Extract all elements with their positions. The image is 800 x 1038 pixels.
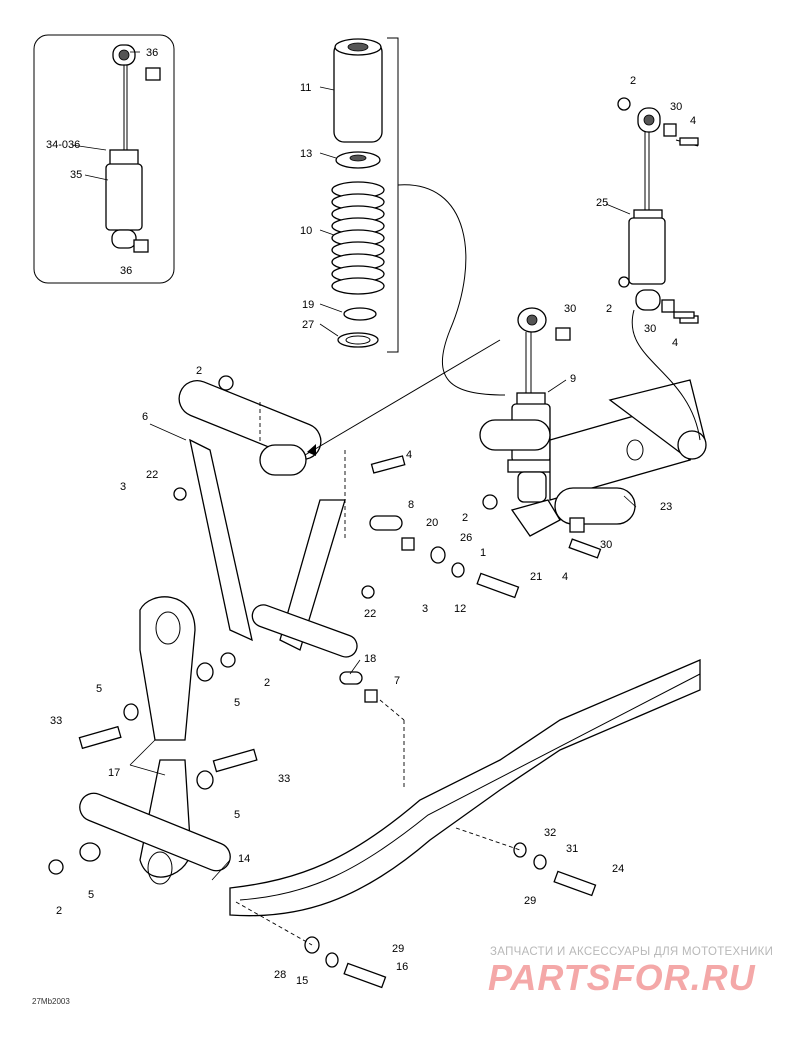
callout-2-top: 2	[630, 75, 636, 87]
diagram-reference-code: 27Mb2003	[32, 997, 70, 1006]
callout-29-bottom: 29	[392, 943, 404, 955]
callout-6: 6	[142, 411, 148, 423]
callout-5-lower: 5	[234, 809, 240, 821]
callout-4-shock: 4	[672, 337, 678, 349]
callout-27: 27	[302, 319, 314, 331]
callout-19: 19	[302, 299, 314, 311]
front-suspension-arm	[173, 339, 520, 790]
callout-5-right: 5	[234, 697, 240, 709]
rear-shock-absorber	[617, 97, 699, 324]
callout-23: 23	[660, 501, 672, 513]
callout-17: 17	[108, 767, 120, 779]
callout-29: 29	[524, 895, 536, 907]
callout-24: 24	[612, 863, 624, 875]
coil-spring	[331, 181, 385, 295]
callout-30-top: 30	[670, 101, 682, 113]
callout-5-upper: 5	[96, 683, 102, 695]
callout-33-right: 33	[278, 773, 290, 785]
callout-3-lower: 3	[422, 603, 428, 615]
callout-2-rear: 2	[462, 512, 468, 524]
slide-rail	[229, 659, 701, 989]
callout-22-lower: 22	[364, 608, 376, 620]
callout-2-arm: 2	[196, 365, 202, 377]
inset-shock-panel	[33, 34, 175, 284]
front-links	[48, 596, 258, 885]
inset-shock-absorber	[105, 44, 161, 253]
watermark-logo: PARTSFOR.RU	[488, 957, 756, 998]
callout-31: 31	[566, 843, 578, 855]
callout-labels: 36 34-036 35 36 11 13 10 19 27 2 30 4 25…	[46, 47, 696, 987]
callout-14: 14	[238, 853, 250, 865]
watermark-tagline: ЗАПЧАСТИ И АКСЕССУАРЫ ДЛЯ МОТОТЕХНИКИ	[490, 946, 774, 958]
callout-4-top: 4	[690, 115, 696, 127]
callout-2-shock: 2	[606, 303, 612, 315]
callout-9: 9	[570, 373, 576, 385]
callout-16: 16	[396, 961, 408, 973]
callout-28: 28	[274, 969, 286, 981]
callout-4-arm: 4	[406, 449, 412, 461]
callout-13: 13	[300, 148, 312, 160]
callout-30-rear: 30	[600, 539, 612, 551]
callout-26: 26	[460, 532, 472, 544]
callout-30-front: 30	[564, 303, 576, 315]
callout-3: 3	[120, 481, 126, 493]
callout-36: 36	[146, 47, 158, 59]
callout-35: 35	[70, 169, 82, 181]
callout-36-lower: 36	[120, 265, 132, 277]
callout-7: 7	[394, 675, 400, 687]
callout-20: 20	[426, 517, 438, 529]
callout-4-rear: 4	[562, 571, 568, 583]
callout-5-bottom: 5	[88, 889, 94, 901]
callout-8: 8	[408, 499, 414, 511]
callout-30-shock: 30	[644, 323, 656, 335]
callout-34-036: 34-036	[46, 139, 80, 151]
callout-1: 1	[480, 547, 486, 559]
spring-assembly	[331, 37, 506, 396]
callout-15: 15	[296, 975, 308, 987]
callout-2-bottom: 2	[56, 905, 62, 917]
callout-2-mid: 2	[264, 677, 270, 689]
callout-11: 11	[300, 82, 311, 94]
callout-25: 25	[596, 197, 608, 209]
leader-lines	[71, 51, 637, 881]
callout-18: 18	[364, 653, 376, 665]
callout-33-left: 33	[50, 715, 62, 727]
callout-10: 10	[300, 225, 312, 237]
callout-21: 21	[530, 571, 542, 583]
callout-12: 12	[454, 603, 466, 615]
callout-22: 22	[146, 469, 158, 481]
rear-arm-assembly	[479, 309, 707, 559]
callout-32: 32	[544, 827, 556, 839]
